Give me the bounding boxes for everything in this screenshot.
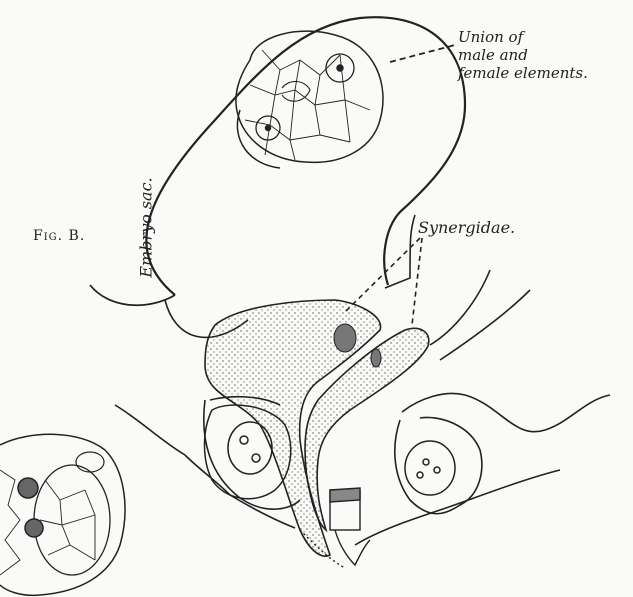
union-label: Union of male and female elements. <box>458 28 588 82</box>
figure-label: Fig. B. <box>33 228 85 244</box>
embryo-sac-outline <box>146 17 465 295</box>
synergid-nucleus-1 <box>334 324 356 352</box>
synergid-nucleus-2 <box>371 349 381 367</box>
synergidae-pointer-1 <box>345 238 420 312</box>
synergidae-label: Synergidae. <box>418 218 515 237</box>
union-label-line-1: Union of <box>458 28 588 46</box>
synergidae-pointer-2 <box>412 238 422 325</box>
embryo-sac-left-wall <box>90 285 175 305</box>
union-pointer-line <box>390 45 455 62</box>
union-label-line-2: male and <box>458 46 588 64</box>
union-cell-cluster <box>236 31 383 168</box>
partial-cell-bottom-left <box>0 434 125 595</box>
embryo-sac-label: Embryo sac. <box>137 177 156 277</box>
right-nucellar-cell <box>405 441 455 495</box>
union-label-line-3: female elements. <box>458 64 588 82</box>
